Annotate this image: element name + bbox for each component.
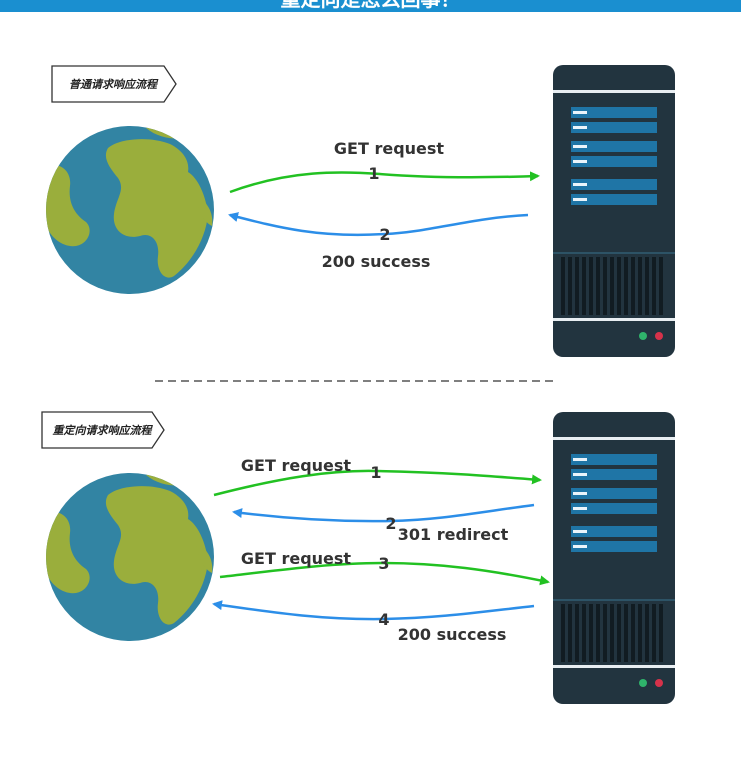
final-response-step-4: 4 bbox=[378, 610, 389, 629]
server-tower-icon bbox=[553, 65, 675, 357]
redirect-request-step-1: 1 bbox=[370, 463, 381, 482]
redirect-flow-tag: 重定向请求响应流程 bbox=[41, 411, 165, 449]
redirect-flow-tag-label: 重定向请求响应流程 bbox=[53, 424, 154, 437]
banner-title: 重定向是怎么回事？ bbox=[0, 0, 741, 11]
normal-flow-tag-label: 普通请求响应流程 bbox=[69, 78, 159, 91]
final-response-label-4: 200 success bbox=[398, 625, 507, 644]
second-request-step-3: 3 bbox=[378, 554, 389, 573]
globe-icon bbox=[46, 473, 214, 641]
redirect-request-arrow-1 bbox=[213, 469, 542, 497]
final-response-arrow-4 bbox=[212, 600, 535, 621]
second-request-arrow-3 bbox=[219, 561, 550, 586]
response-label-2: 200 success bbox=[322, 252, 431, 271]
normal-flow-tag: 普通请求响应流程 bbox=[51, 65, 177, 103]
response-step-2: 2 bbox=[379, 225, 390, 244]
globe-icon bbox=[46, 126, 214, 294]
redirect-response-label-2: 301 redirect bbox=[398, 525, 509, 544]
redirect-response-step-2: 2 bbox=[385, 514, 396, 533]
redirect-response-arrow-2 bbox=[232, 503, 535, 523]
second-request-label-3: GET request bbox=[241, 549, 352, 568]
response-arrow-2 bbox=[228, 212, 529, 237]
request-arrow-1 bbox=[229, 171, 540, 194]
server-tower-icon bbox=[553, 412, 675, 704]
request-label-1: GET request bbox=[334, 139, 445, 158]
top-banner: 重定向是怎么回事？ bbox=[0, 0, 741, 12]
redirect-request-label-1: GET request bbox=[241, 456, 352, 475]
request-step-1: 1 bbox=[368, 164, 379, 183]
